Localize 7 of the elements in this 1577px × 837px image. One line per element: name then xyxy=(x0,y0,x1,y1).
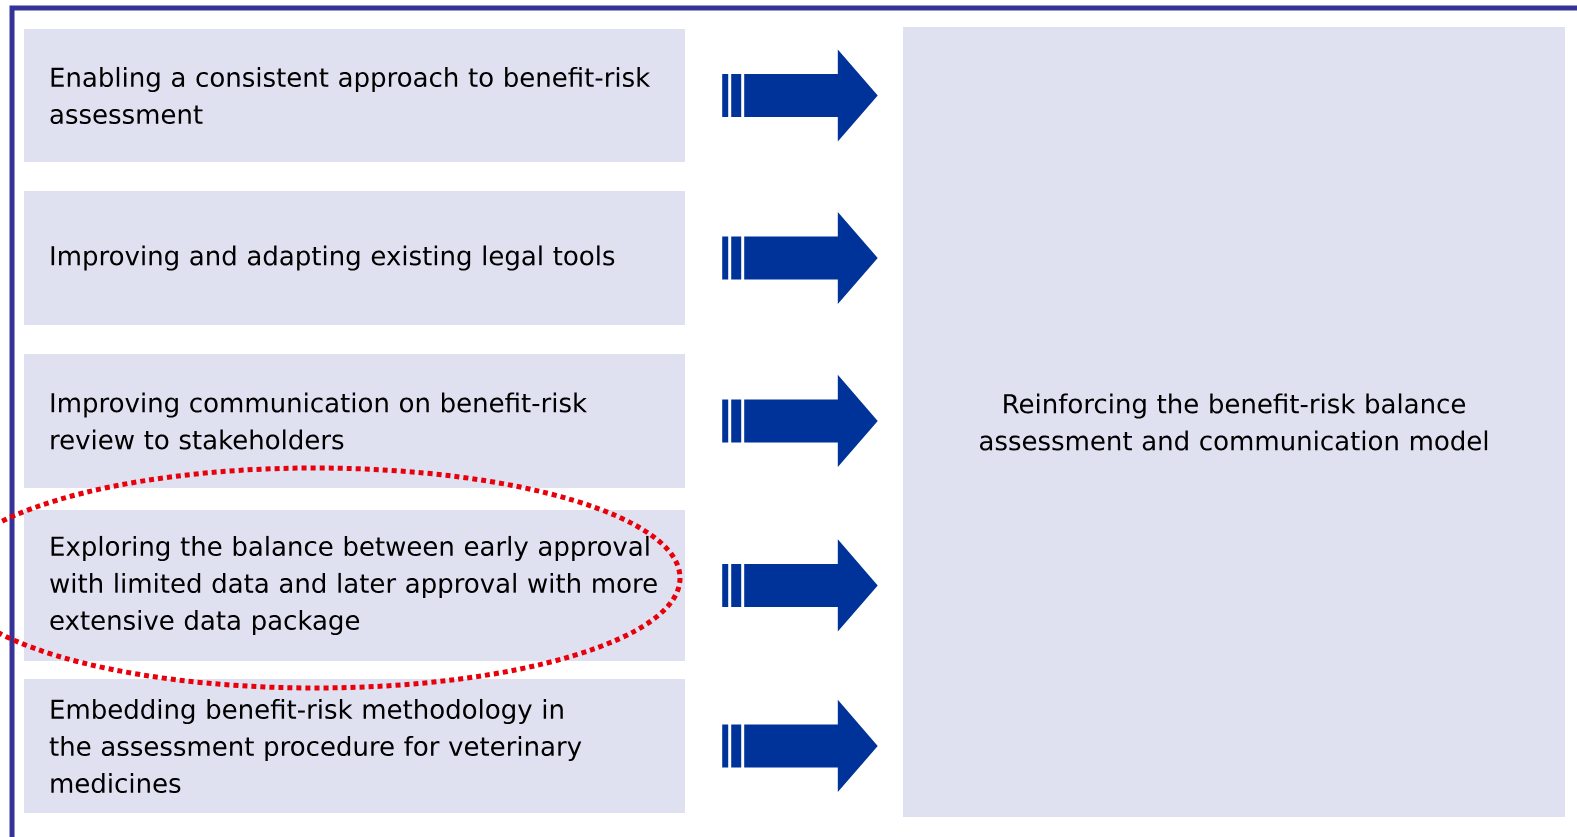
text-box: Exploring the balance between early approval with limited data and later approval with more extensive data package xyxy=(24,510,685,661)
node-label: Exploring the balance between early approval with limited data and later approval with more extensive data package xyxy=(50,535,657,636)
text-box: Improving communication on benefit-risk review to stakeholders xyxy=(24,354,685,488)
text-box: Enabling a consistent approach to benefit-risk assessment xyxy=(24,29,685,162)
text-box: Embedding benefit-risk methodology in the assessment procedure for veterinary medicines xyxy=(24,679,685,813)
text-box: Improving and adapting existing legal tools xyxy=(24,191,685,325)
text-box: Reinforcing the benefit-risk balance assessment and communication model xyxy=(903,27,1565,817)
